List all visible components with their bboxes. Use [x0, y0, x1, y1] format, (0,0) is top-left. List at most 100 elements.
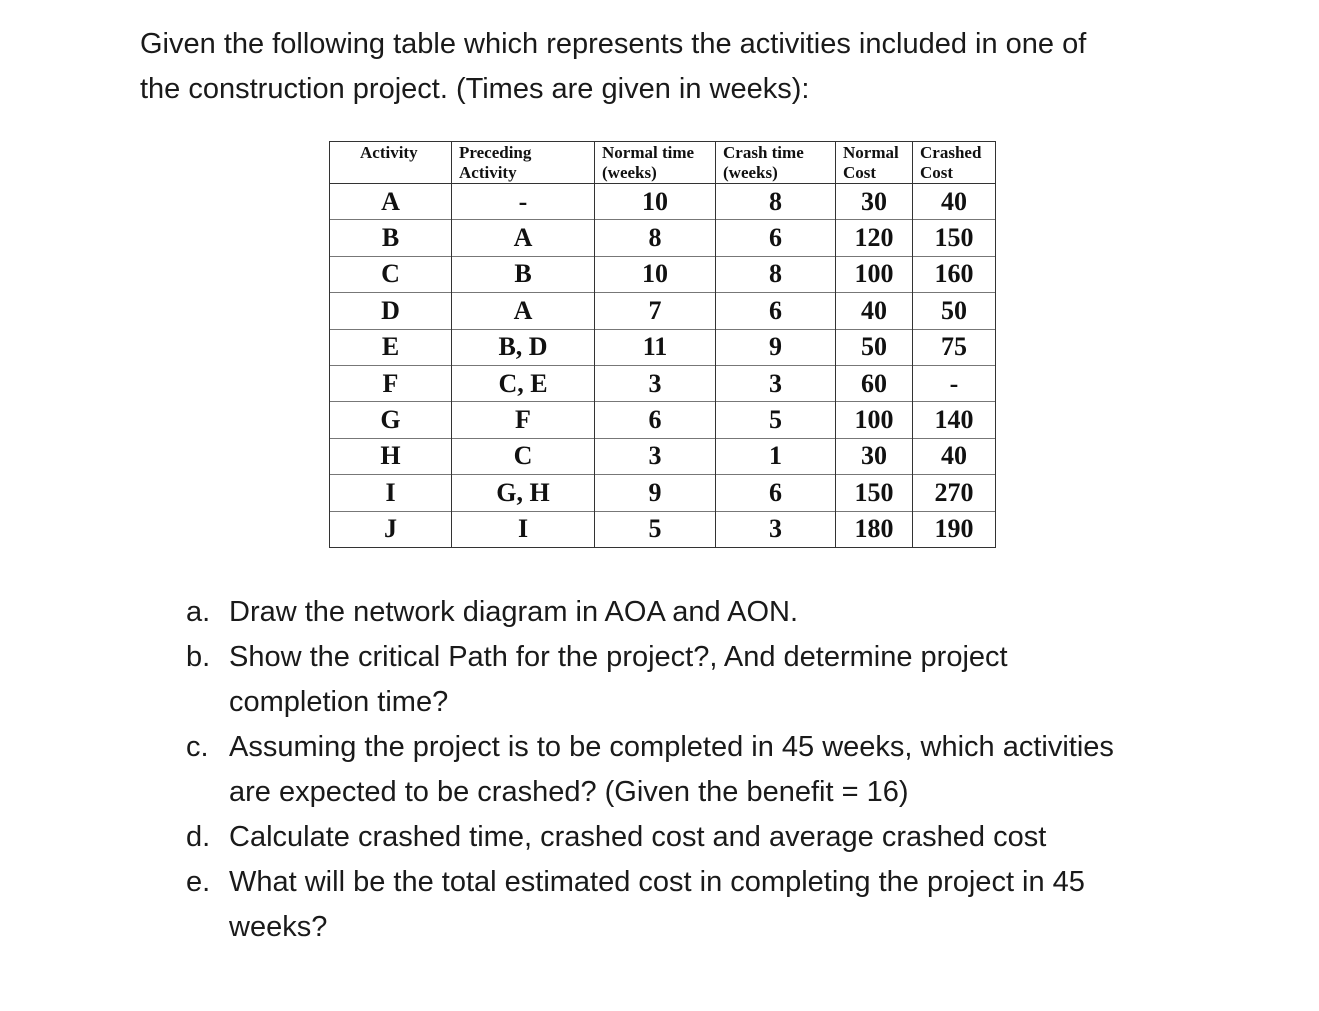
question-e: e. What will be the total estimated cost… [186, 860, 1226, 950]
cell-normal-time: 7 [594, 292, 716, 330]
cell-normal-cost: 100 [835, 401, 913, 439]
cell-activity: A [329, 183, 452, 220]
cell-activity: E [329, 329, 452, 366]
cell-crashed-cost: 160 [912, 256, 996, 293]
cell-normal-cost: 150 [835, 474, 913, 512]
cell-normal-cost: 30 [835, 438, 913, 475]
question-text: Show the critical Path for the project?,… [229, 641, 1008, 673]
header-preceding-activity: Preceding Activity [451, 141, 595, 184]
intro-paragraph: Given the following table which represen… [140, 22, 1240, 112]
header-activity: Activity [329, 141, 452, 184]
cell-normal-cost: 40 [835, 292, 913, 330]
cell-normal-time: 3 [594, 365, 716, 402]
cell-normal-cost: 30 [835, 183, 913, 220]
cell-activity: G [329, 401, 452, 439]
cell-normal-time: 6 [594, 401, 716, 439]
question-marker: c. [186, 731, 209, 763]
table-row: J I 5 3 180 190 [329, 511, 996, 548]
cell-crash-time: 8 [715, 256, 836, 293]
cell-crashed-cost: - [912, 365, 996, 402]
cell-activity: B [329, 219, 452, 257]
cell-normal-cost: 120 [835, 219, 913, 257]
question-text: Draw the network diagram in AOA and AON. [229, 596, 798, 628]
cell-crash-time: 8 [715, 183, 836, 220]
cell-preceding: C, E [451, 365, 595, 402]
cell-normal-time: 3 [594, 438, 716, 475]
question-b: b. Show the critical Path for the projec… [186, 635, 1226, 725]
cell-preceding: F [451, 401, 595, 439]
question-text: completion time? [229, 686, 449, 718]
table-row: C B 10 8 100 160 [329, 256, 996, 293]
question-a: a. Draw the network diagram in AOA and A… [186, 590, 1226, 635]
cell-preceding: A [451, 219, 595, 257]
header-crash-time: Crash time (weeks) [715, 141, 836, 184]
cell-activity: J [329, 511, 452, 548]
questions-list: a. Draw the network diagram in AOA and A… [186, 590, 1226, 950]
cell-normal-cost: 60 [835, 365, 913, 402]
cell-preceding: A [451, 292, 595, 330]
question-text: weeks? [229, 911, 328, 943]
cell-activity: F [329, 365, 452, 402]
question-text: What will be the total estimated cost in… [229, 866, 1085, 898]
header-normal-time: Normal time (weeks) [594, 141, 716, 184]
cell-crashed-cost: 40 [912, 183, 996, 220]
cell-preceding: B [451, 256, 595, 293]
question-marker: b. [186, 641, 211, 673]
cell-normal-time: 9 [594, 474, 716, 512]
question-text: Calculate crashed time, crashed cost and… [229, 821, 1047, 853]
cell-crash-time: 3 [715, 511, 836, 548]
table-row: A - 10 8 30 40 [329, 183, 996, 220]
cell-preceding: G, H [451, 474, 595, 512]
cell-crash-time: 1 [715, 438, 836, 475]
cell-preceding: - [451, 183, 595, 220]
cell-crash-time: 6 [715, 219, 836, 257]
table-row: E B, D 11 9 50 75 [329, 329, 996, 366]
cell-preceding: B, D [451, 329, 595, 366]
cell-normal-time: 11 [594, 329, 716, 366]
intro-line-2: the construction project. (Times are giv… [140, 73, 810, 105]
question-text: Assuming the project is to be completed … [229, 731, 1114, 763]
cell-crash-time: 3 [715, 365, 836, 402]
cell-crash-time: 6 [715, 292, 836, 330]
cell-normal-time: 10 [594, 256, 716, 293]
header-normal-cost: Normal Cost [835, 141, 913, 184]
question-marker: e. [186, 866, 211, 898]
cell-crashed-cost: 40 [912, 438, 996, 475]
table-row: H C 3 1 30 40 [329, 438, 996, 475]
cell-normal-cost: 50 [835, 329, 913, 366]
activities-table: Activity Preceding Activity Normal time … [329, 141, 996, 548]
cell-activity: H [329, 438, 452, 475]
table-row: I G, H 9 6 150 270 [329, 474, 996, 512]
cell-crashed-cost: 140 [912, 401, 996, 439]
header-crashed-cost: Crashed Cost [912, 141, 996, 184]
table-row: B A 8 6 120 150 [329, 219, 996, 257]
cell-preceding: I [451, 511, 595, 548]
table-row: F C, E 3 3 60 - [329, 365, 996, 402]
cell-crash-time: 5 [715, 401, 836, 439]
question-marker: a. [186, 596, 211, 628]
table-row: G F 6 5 100 140 [329, 401, 996, 439]
cell-preceding: C [451, 438, 595, 475]
cell-activity: I [329, 474, 452, 512]
question-text: are expected to be crashed? (Given the b… [229, 776, 909, 808]
cell-crash-time: 9 [715, 329, 836, 366]
cell-normal-time: 10 [594, 183, 716, 220]
cell-crashed-cost: 270 [912, 474, 996, 512]
cell-activity: D [329, 292, 452, 330]
table-header-row: Activity Preceding Activity Normal time … [329, 141, 996, 184]
cell-crashed-cost: 75 [912, 329, 996, 366]
cell-crashed-cost: 190 [912, 511, 996, 548]
cell-normal-time: 8 [594, 219, 716, 257]
cell-normal-cost: 100 [835, 256, 913, 293]
question-c: c. Assuming the project is to be complet… [186, 725, 1226, 815]
cell-crashed-cost: 50 [912, 292, 996, 330]
cell-crashed-cost: 150 [912, 219, 996, 257]
cell-normal-time: 5 [594, 511, 716, 548]
question-marker: d. [186, 821, 211, 853]
table-row: D A 7 6 40 50 [329, 292, 996, 330]
cell-activity: C [329, 256, 452, 293]
question-d: d. Calculate crashed time, crashed cost … [186, 815, 1226, 860]
cell-normal-cost: 180 [835, 511, 913, 548]
cell-crash-time: 6 [715, 474, 836, 512]
intro-line-1: Given the following table which represen… [140, 28, 1087, 60]
